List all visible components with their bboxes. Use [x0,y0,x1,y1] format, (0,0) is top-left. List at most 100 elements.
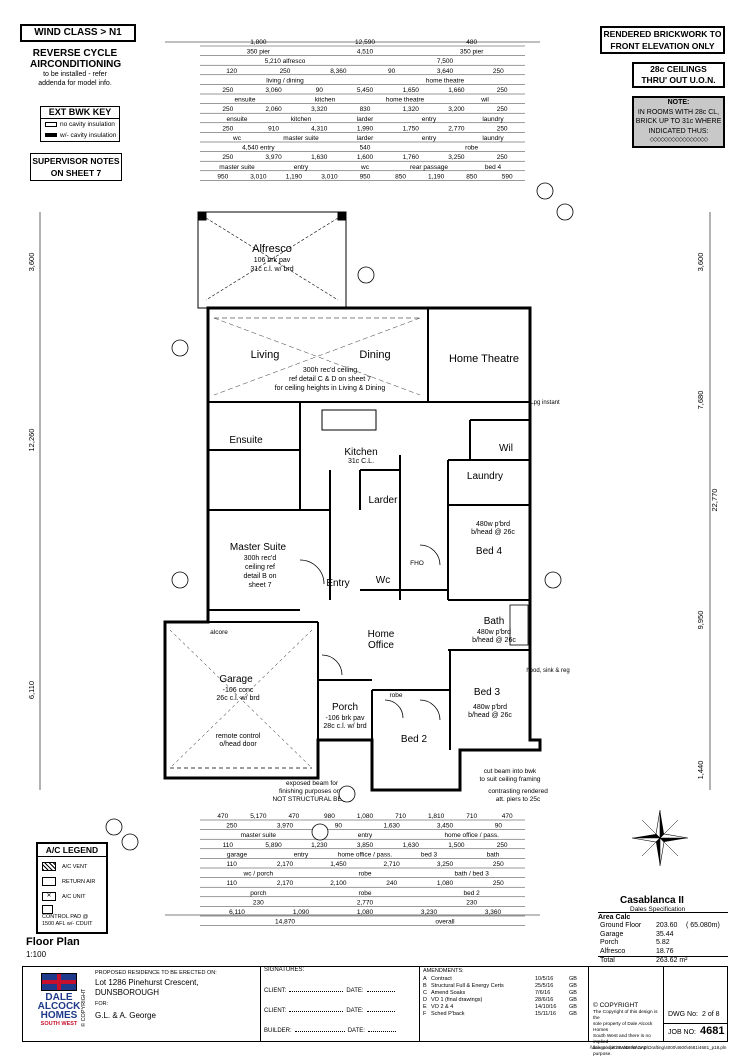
label-beam-3: NOT STRUCTURAL BEAM [272,796,351,803]
label-ceiling-note-2: ref detail C & D on sheet 7 [289,376,371,383]
dimension-label: rear passage [410,164,448,171]
label-cut-beam-1: cut beam into bwk [484,768,537,775]
dimension-label: entry [422,135,437,142]
section-marker-e03 [536,182,554,200]
file-path: \\dah.group\DSW\DSW\CAD\Drafting\4000\46… [590,1045,727,1050]
section-marker-e04 [105,818,123,836]
dimension-label: larder [357,135,374,142]
dimension-label: 1,630 [384,823,401,830]
dimension-label: 250 [493,880,504,887]
dimension-label: 3,970 [265,154,282,161]
label-bath: Bath [484,616,505,627]
dimension-label: ensuite [227,116,248,123]
dimension-label: 110 [226,880,237,887]
for-label: FOR: [95,1001,109,1007]
floor-plan-scale: 1:100 [26,950,47,959]
dimension-label: 2,770 [357,899,374,906]
dwg-label: DWG No: [668,1011,698,1018]
label-garage-note-2: 26c c.l. w/ brd [216,695,259,702]
reverse-cycle-sub-2: addenda for model info. [38,80,112,87]
label-bed4-note-2: b/head @ 26c [471,529,515,536]
client-2-label: CLIENT: [264,1008,287,1014]
area-calc-label: Alfresco [600,947,626,955]
dimension-label: 3,850 [357,842,374,849]
dimension-label: 1,630 [311,154,328,161]
dimension-label: wc [232,135,242,142]
left-sub-dim-2: 6,110 [27,681,36,699]
address-block: PROPOSED RESIDENCE TO BE ERECTED ON: Lot… [95,969,260,1041]
kitchen-island [321,409,377,431]
north-arrow-s [656,838,660,866]
dimension-label: 250 [497,87,508,94]
label-beam-2: finishing purposes only [279,788,346,795]
dimension-label: wc [360,164,370,171]
dimension-label: home office / pass. [338,851,393,858]
amendment-text: Amend Soaks [431,990,466,996]
copyright-block: © COPYRIGHT The Copyright of this design… [588,966,664,1057]
amendment-date: 15/11/16 [535,1011,557,1017]
north-arrow-w [632,834,660,838]
supervisor-line-1: SUPERVISOR NOTES [32,156,120,166]
dimension-label: 1,630 [403,842,420,849]
dimension-label: 4,310 [311,125,328,132]
flag-icon [41,973,77,991]
dimension-label: 1,320 [403,106,420,113]
dimension-label: ensuite [235,97,256,104]
label-bed3-note-1: 480w p'brd [473,704,507,711]
dimension-label: living / dining [266,77,304,84]
dimension-label: 90 [316,87,324,94]
dimension-label: 910 [268,125,279,132]
dimension-label: 980 [324,813,335,820]
ac-legend: A/C LEGEND A/C VENT RETURN AIR ✕A/C UNIT… [36,842,108,934]
dimension-label: 250 [280,68,291,75]
client-name: G.L. & A. George [95,1011,156,1020]
dimension-label: 470 [502,813,513,820]
north-arrow-diag-2 [641,819,679,857]
label-garage-note-1: -106 conc [223,687,254,694]
label-bed4-note-1: 480w p'brd [476,521,510,528]
job-label: JOB NO: [668,1029,697,1036]
ext-bwk-key: EXT BWK KEY no cavity insulation w/- cav… [40,106,120,142]
dimension-label: 1,190 [286,173,303,180]
door-swing-bed3 [419,699,441,721]
dimension-label: entry [358,832,373,839]
dimension-label: 3,970 [277,823,294,830]
overall-dimension-labels: 12,260 3,600 6,110 22,770 3,600 7,680 9,… [27,253,719,780]
label-entry: Entry [326,578,349,589]
amendment-text: VO 2 & 4 [431,1004,454,1010]
label-dining: Dining [359,349,390,361]
signatures-block: SIGNATURES: CLIENT:DATE: CLIENT:DATE: BU… [260,966,420,1042]
dimension-label: robe [358,871,371,878]
dimension-label: bed 4 [485,164,502,171]
note-line-3: INDICATED THUS: [648,127,709,135]
dimension-label: master suite [283,135,319,142]
dimension-label: overall [435,919,455,926]
dimension-label: 1,450 [330,861,347,868]
design-spec: Dales Specification [630,906,686,913]
amendment-code: E [423,1004,427,1010]
dimension-label: 250 [497,125,508,132]
dimension-label: 5,890 [265,842,282,849]
client-1-date-label: DATE: [346,988,364,994]
dimension-label: 1,230 [311,842,328,849]
floor-plan-title: Floor Plan [26,936,80,948]
room-labels: Alfresco 106 brk pav 31c c.l. w/ brd Liv… [210,243,570,803]
note-title: NOTE: [667,99,690,106]
dimension-label: 3,450 [437,823,454,830]
copyright-vertical: © COPYRIGHT [81,988,87,1027]
dimension-label: 1,800 [250,39,267,46]
section-marker-e01 [121,833,139,851]
label-kitchen: Kitchen [344,447,377,458]
label-ceiling-note-1: 300h rec'd ceiling [303,367,357,374]
label-contrast-2: att. piers to 25c [496,796,541,803]
dimension-label: 3,230 [421,909,438,916]
dimension-label: 4,510 [357,49,374,56]
dimension-label: 1,090 [293,909,310,916]
dimension-label: 250 [497,842,508,849]
label-master-note-1: 300h rec'd [244,555,277,562]
dimension-label: 480 [466,39,477,46]
section-marker-c7 [171,339,189,357]
